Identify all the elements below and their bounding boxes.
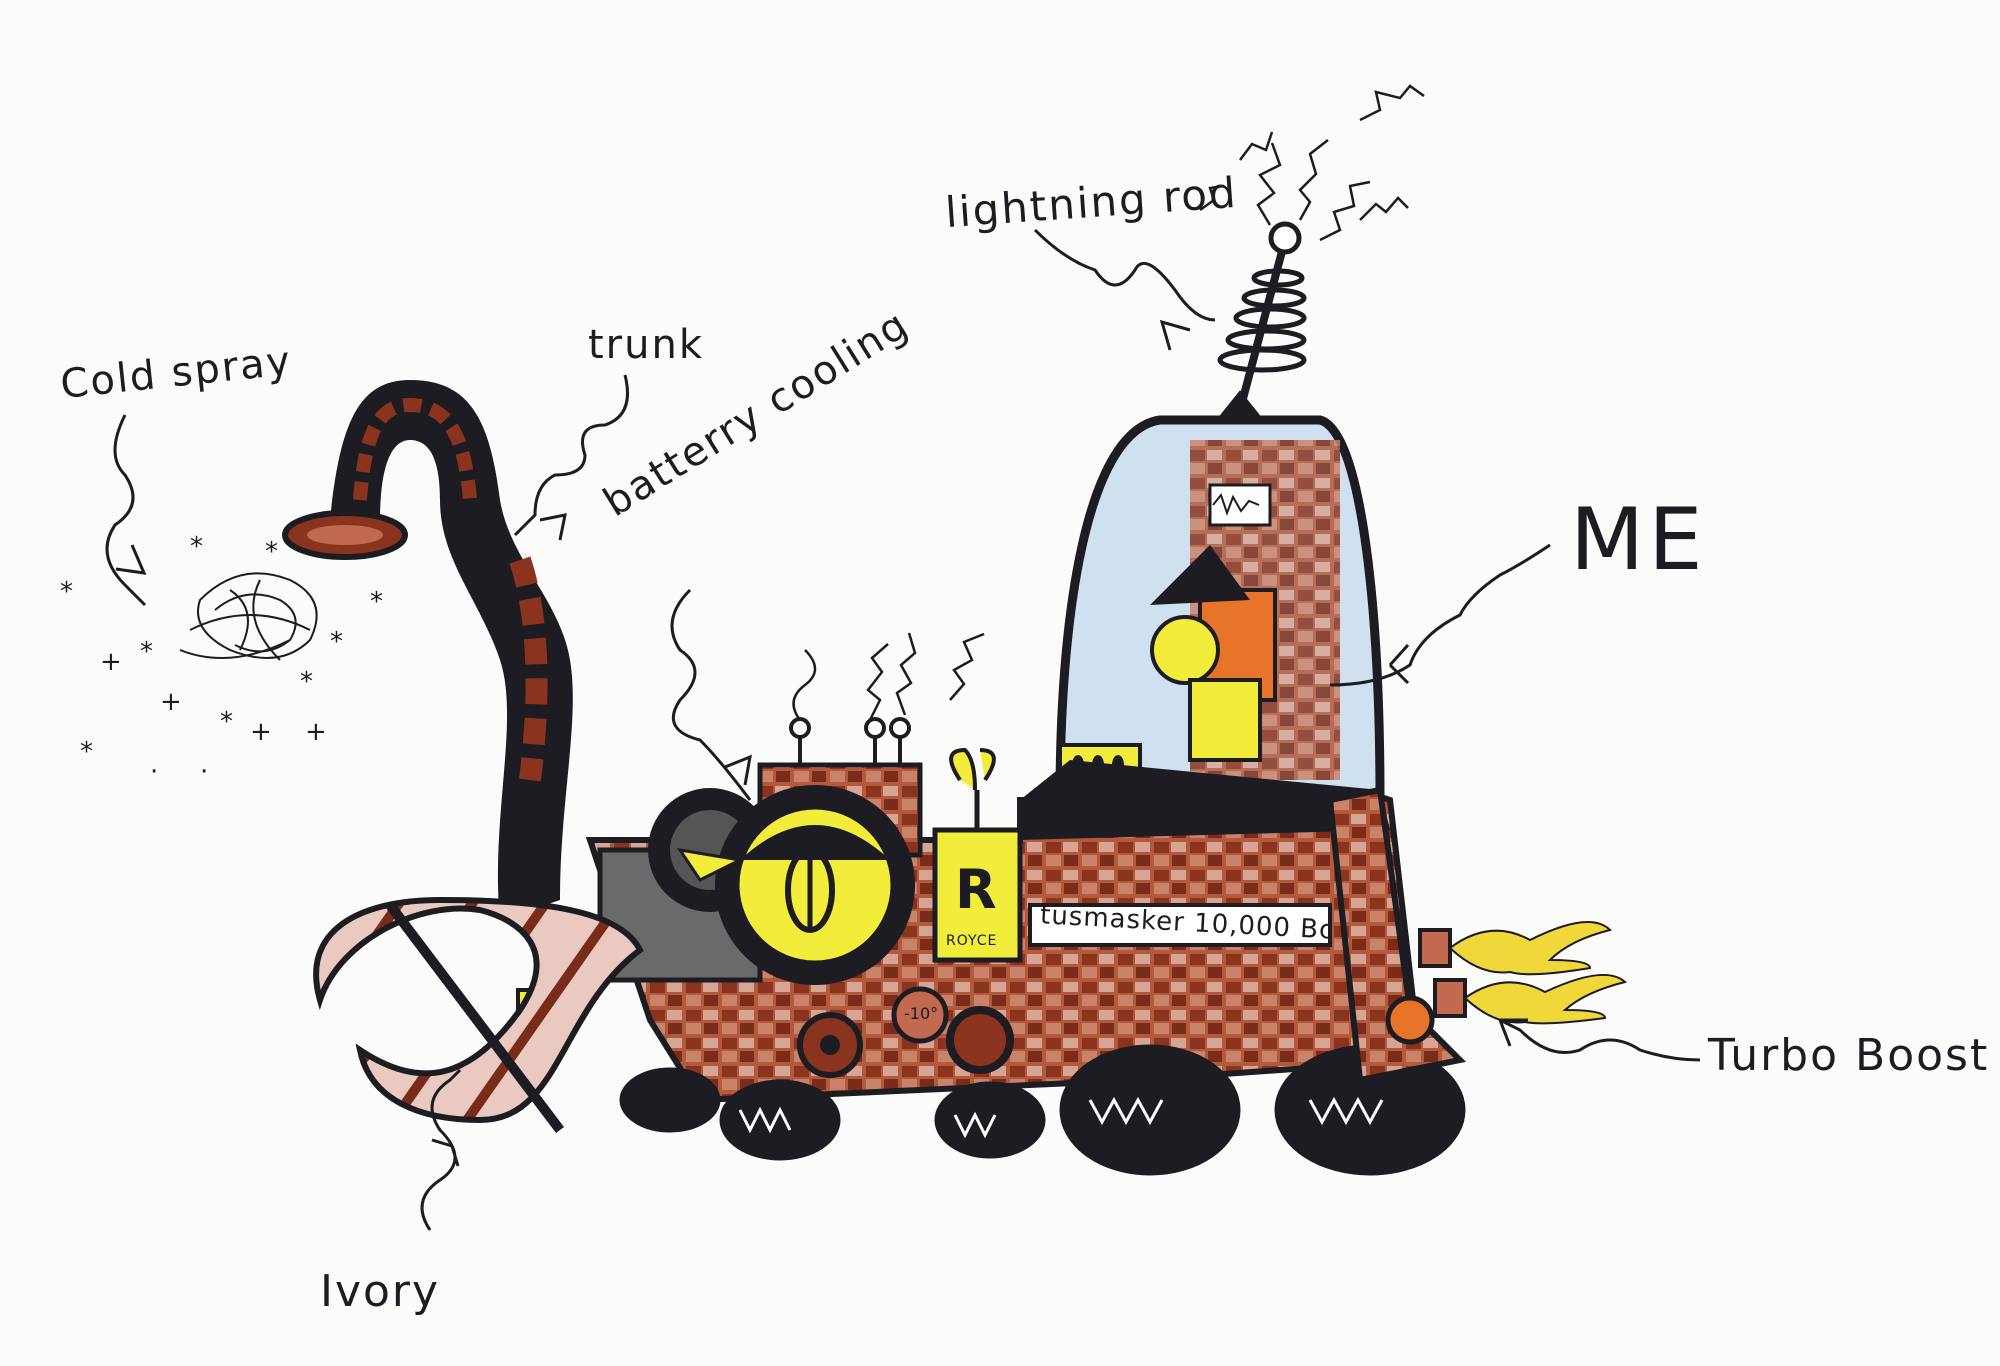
arrow-turbo bbox=[1498, 1018, 1701, 1062]
svg-text:*: * bbox=[370, 587, 383, 617]
svg-text:*: * bbox=[60, 577, 73, 607]
label-me: ME bbox=[1570, 490, 1707, 590]
svg-text:+: + bbox=[305, 717, 327, 747]
arrow-me bbox=[1329, 543, 1551, 687]
svg-text:·: · bbox=[200, 757, 208, 787]
svg-text:+: + bbox=[250, 717, 272, 747]
lightning-rod-antenna bbox=[1217, 221, 1307, 422]
arrow-cold-spray bbox=[105, 414, 147, 607]
arrow-ivory bbox=[420, 1068, 462, 1231]
dome-base bbox=[1020, 760, 1390, 840]
svg-text:*: * bbox=[220, 707, 233, 737]
annotation-arrows bbox=[105, 228, 1701, 1231]
royce-badge-text: ROYCE bbox=[946, 933, 998, 949]
battery-sparks bbox=[792, 632, 985, 721]
battery-terminals bbox=[789, 717, 911, 765]
svg-text:*: * bbox=[190, 532, 203, 562]
svg-text:+: + bbox=[100, 647, 122, 677]
svg-text:*: * bbox=[80, 737, 93, 767]
trunk-shape bbox=[330, 380, 573, 920]
svg-text:*: * bbox=[140, 637, 153, 667]
arrow-battery-cooling bbox=[670, 588, 752, 801]
lightning-sparks bbox=[1199, 84, 1425, 242]
label-turbo-boost: Turbo Boost bbox=[1708, 1030, 1990, 1081]
svg-text:*: * bbox=[330, 627, 343, 657]
label-trunk: trunk bbox=[588, 322, 704, 368]
svg-text:·: · bbox=[150, 757, 158, 787]
red-wheel-hub bbox=[946, 1006, 1014, 1074]
royce-badge bbox=[932, 827, 1023, 963]
svg-text:*: * bbox=[265, 537, 278, 567]
gauge-text: -10° bbox=[904, 1004, 939, 1023]
gauge-dial bbox=[891, 986, 949, 1044]
svg-text:*: * bbox=[300, 667, 313, 697]
rear-light bbox=[1385, 995, 1435, 1045]
ivory-tusk bbox=[313, 896, 644, 1124]
royce-badge-letter: R bbox=[955, 858, 997, 921]
turbo-exhausts bbox=[1418, 921, 1628, 1025]
arrow-trunk bbox=[513, 374, 629, 541]
arrow-lightning-rod bbox=[1033, 228, 1216, 351]
svg-text:+: + bbox=[160, 687, 182, 717]
driver-me bbox=[1150, 545, 1277, 762]
rear-column bbox=[1326, 786, 1467, 1084]
cold-spray-particles bbox=[179, 572, 318, 661]
label-ivory: Ivory bbox=[320, 1266, 441, 1317]
snowflake-marks: * * * * * * * * * + + + · · + bbox=[60, 532, 383, 787]
banner-strip bbox=[1028, 903, 1332, 947]
